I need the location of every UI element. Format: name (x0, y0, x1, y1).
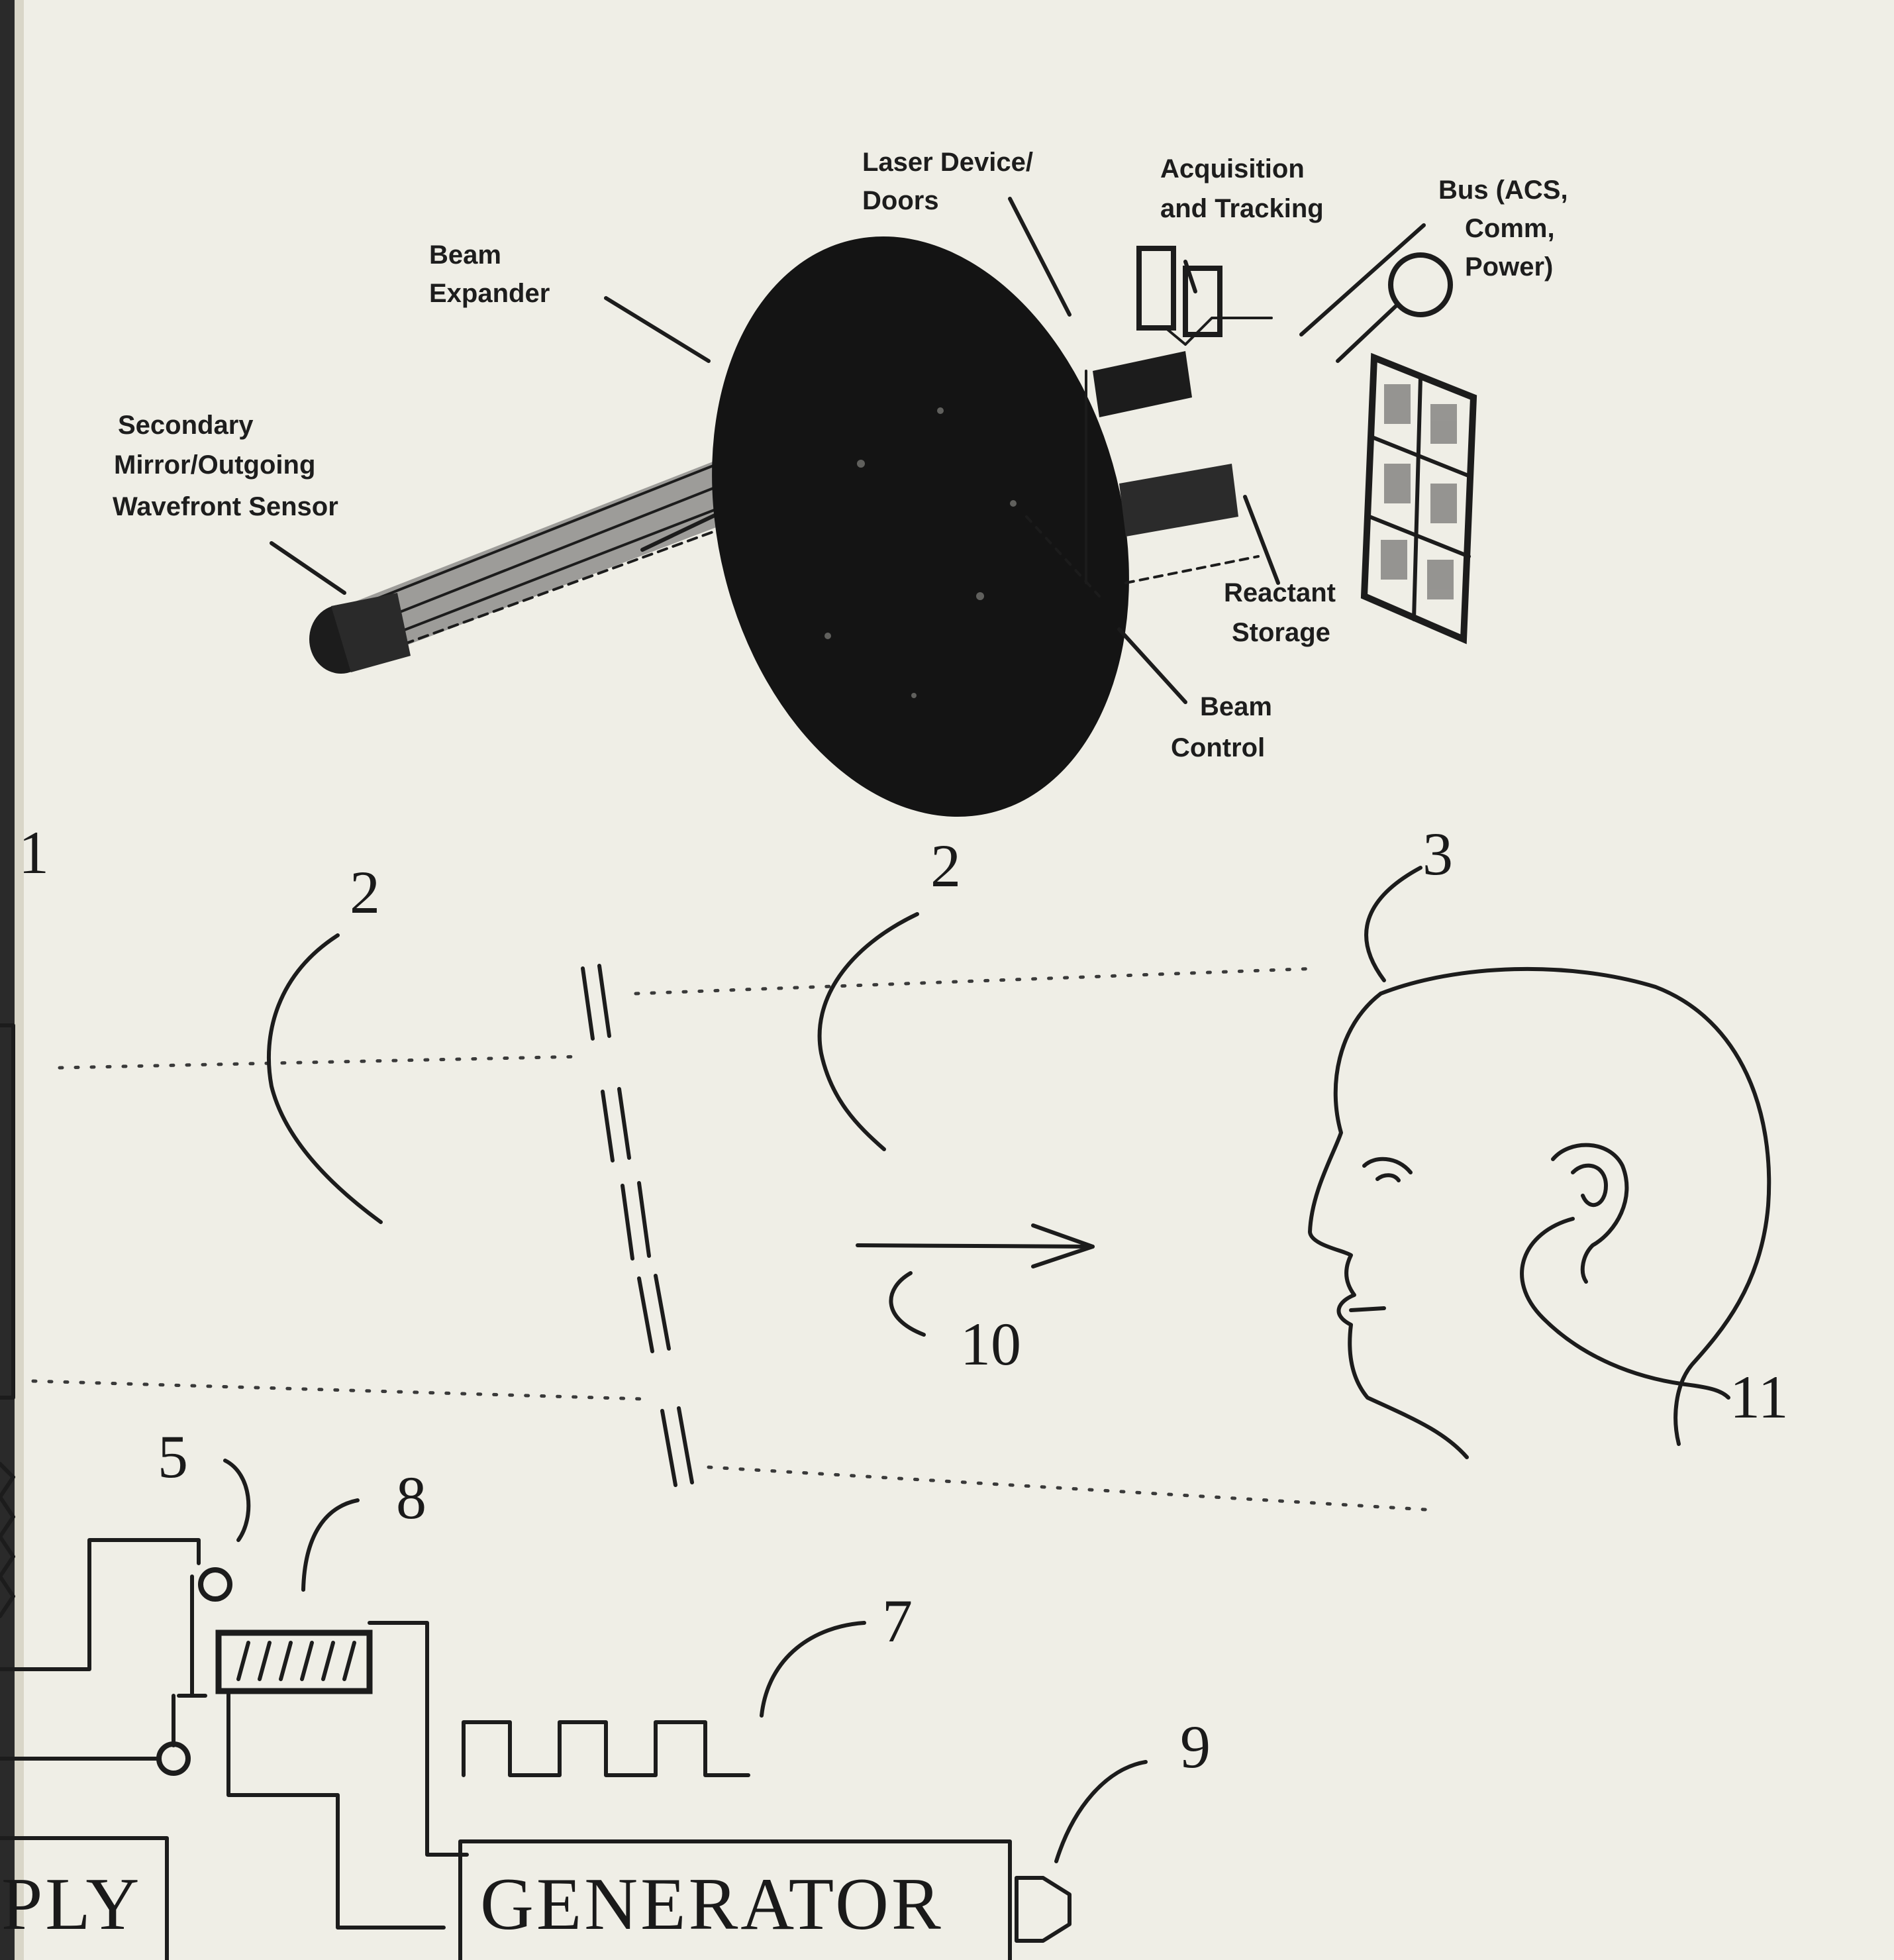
label-control-line2: Control (1171, 733, 1265, 762)
dotted-beam-lines (31, 966, 1439, 1512)
wavefront-arc-left (266, 933, 383, 1224)
transmitter-frame (0, 1023, 15, 1400)
ref-number-5: 5 (158, 1423, 188, 1490)
leader-10 (889, 1271, 926, 1337)
left-edge-shadow (0, 0, 15, 1960)
ref-number-10: 10 (960, 1310, 1021, 1378)
generator-output-terminal (1015, 1876, 1072, 1943)
label-wavefront-line3: Wavefront Sensor (113, 492, 338, 521)
label-bus-line1: Bus (ACS, (1438, 176, 1568, 205)
break-marks (581, 964, 694, 1487)
switch-terminal-bottom (156, 1741, 191, 1776)
label-acquisition-line1: Acquisition (1160, 154, 1305, 183)
primary-dish (712, 236, 1129, 817)
ref-number-7: 7 (882, 1587, 913, 1655)
label-reactant-line1: Reactant (1224, 578, 1336, 607)
satellite-leader-lines (270, 197, 1426, 704)
coil-box (215, 1629, 373, 1694)
leader-3 (1364, 866, 1422, 982)
solar-panel (1360, 352, 1477, 645)
auditory-nerve-line (1520, 1217, 1730, 1400)
direction-arrow (856, 1223, 1095, 1268)
label-beam-line1: Beam (429, 240, 501, 270)
dish-speckle (824, 407, 1017, 698)
label-storage-line2: Storage (1232, 618, 1330, 647)
left-edge-highlight (15, 0, 24, 1960)
bus-antenna (1336, 252, 1453, 363)
label-secondary-line1: Secondary (118, 411, 254, 440)
label-laser-device-line1: Laser Device/ (862, 148, 1033, 177)
acquisition-tracking-unit (1136, 246, 1222, 346)
ref-number-2-right: 2 (930, 832, 961, 900)
ref-number-8: 8 (396, 1464, 426, 1531)
label-doors-line2: Doors (862, 186, 939, 215)
generator-box: GENERATOR (458, 1839, 1072, 1960)
secondary-mirror-cylinder (309, 593, 411, 674)
label-power-line3: Power) (1465, 252, 1553, 282)
label-expander-line2: Expander (429, 279, 550, 308)
ref-number-9: 9 (1180, 1713, 1211, 1780)
circuit (0, 1459, 1148, 1930)
label-beam-control-line1: Beam (1200, 692, 1272, 721)
label-tracking-line2: and Tracking (1160, 194, 1324, 223)
switch-terminal-top (198, 1567, 232, 1602)
ref-number-11: 11 (1730, 1363, 1789, 1431)
label-comm-line2: Comm, (1465, 214, 1555, 243)
supply-box: PLY (0, 1836, 169, 1960)
generator-box-label: GENERATOR (480, 1863, 944, 1945)
label-mirror-line2: Mirror/Outgoing (114, 450, 315, 480)
ear (1551, 1143, 1629, 1284)
supply-box-label: PLY (1, 1863, 142, 1945)
ref-number-1: 1 (19, 819, 49, 886)
wavefront-arc-right (817, 912, 919, 1151)
ref-number-2-left: 2 (350, 858, 380, 926)
human-head-profile (1308, 966, 1771, 1459)
ref-number-3: 3 (1422, 820, 1453, 888)
space-laser-satellite: Beam Expander Laser Device/ Doors Acquis… (113, 148, 1568, 817)
